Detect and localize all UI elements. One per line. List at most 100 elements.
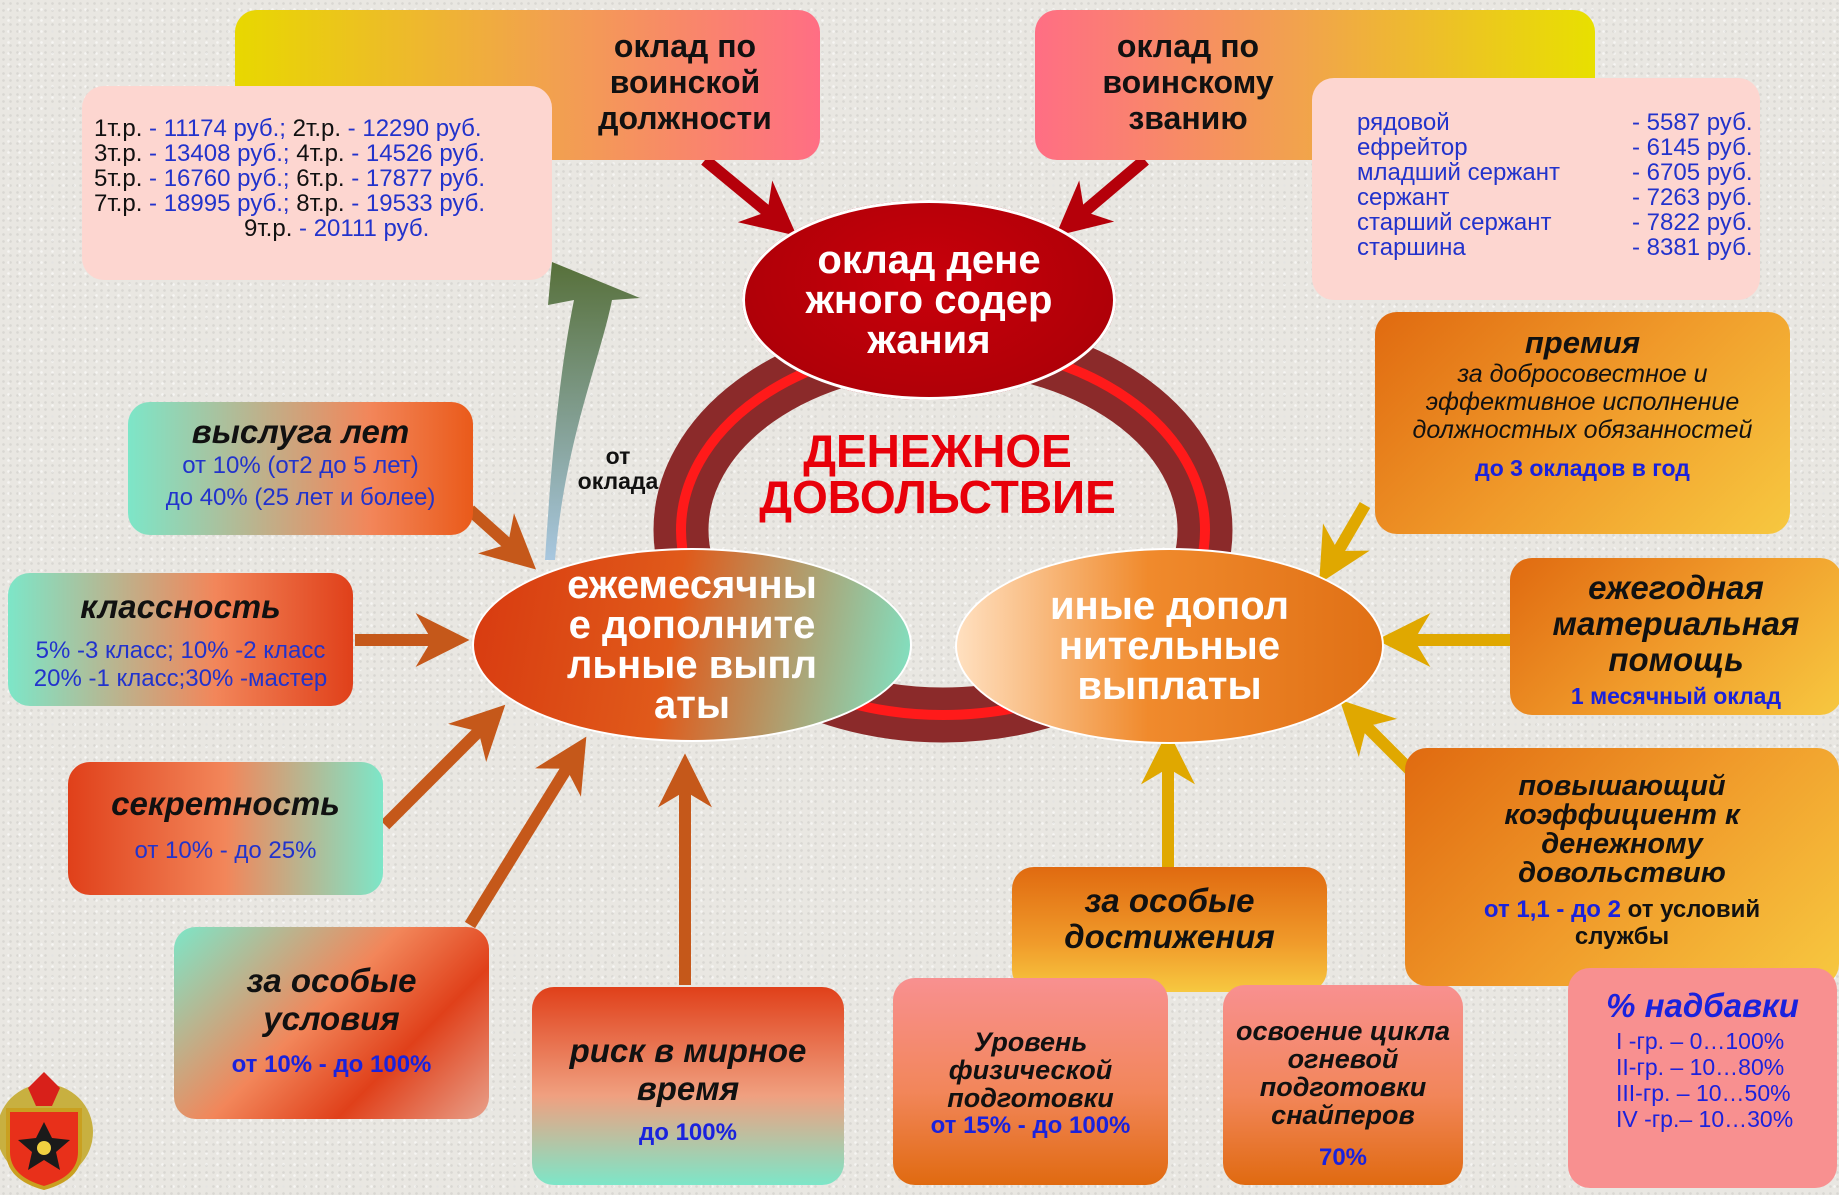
allowance-row: II-гр. – 10…80% — [1616, 1054, 1785, 1080]
position-salary-cell: 1т.р. — [94, 115, 143, 142]
rank-name: старший сержант — [1357, 209, 1552, 236]
allowance-row: IV -гр.– 10…30% — [1616, 1106, 1794, 1132]
position-salary-cell: 3т.р. — [94, 140, 143, 167]
seniority-line1: от 10% (от2 до 5 лет) — [182, 452, 419, 479]
rank-row: сержант - 7263 руб. — [1357, 185, 1760, 210]
rank-value: - 5587 руб. — [1632, 109, 1753, 136]
position-salary-cell: - 13408 руб.; — [142, 140, 290, 167]
rank-value: - 6705 руб. — [1632, 159, 1753, 186]
aid-title: ежегодная материальная помощь — [1552, 569, 1800, 678]
position-salary-rows: 1т.р. - 11174 руб.; 2т.р. - 12290 руб.3т… — [94, 116, 552, 216]
position-salary-cell: - 11174 руб.; — [142, 115, 286, 142]
bonus-text: за добросовестное и эффективное исполнен… — [1412, 360, 1753, 444]
position-salary-title: оклад по воинской должности — [598, 28, 772, 136]
position-salary-cell: 4т.р. — [289, 140, 345, 167]
risk-box: риск в мирное время до 100% — [532, 987, 844, 1185]
emblem-logo — [0, 1060, 108, 1191]
class-title: классность — [80, 588, 281, 625]
seniority-title: выслуга лет — [191, 413, 410, 450]
arrow-secrecy — [380, 704, 506, 830]
position-salary-cell: - 14526 руб. — [344, 140, 486, 167]
seniority-box: выслуга лет от 10% (от2 до 5 лет) до 40%… — [128, 402, 473, 535]
position-salary-cell: - 17877 руб. — [344, 165, 486, 192]
secrecy-box: секретность от 10% - до 25% — [68, 762, 383, 895]
arrow-bonus — [1319, 501, 1371, 584]
rank-row: младший сержант - 6705 руб. — [1357, 160, 1760, 185]
arrow-coefficient — [1339, 699, 1415, 775]
arrow-position-salary — [701, 155, 797, 236]
special-conditions-title: за особые условия — [246, 962, 417, 1037]
center-title: ДЕНЕЖНОЕ ДОВОЛЬСТВИЕ — [745, 428, 1130, 520]
rank-row: старший сержант - 7822 руб. — [1357, 210, 1760, 235]
physical-value: от 15% - до 100% — [930, 1112, 1131, 1139]
rank-salary-title: оклад по воинскому званию — [1102, 28, 1274, 136]
position-salary-cell: 8т.р. — [289, 190, 345, 217]
position-salary-cell: 7т.р. — [94, 190, 143, 217]
special-conditions-box: за особые условия от 10% - до 100% — [174, 927, 489, 1119]
arrow-rank-salary — [1055, 155, 1149, 236]
class-line1: 5% -3 класс; 10% -2 класс — [35, 637, 326, 664]
aid-value: 1 месячный оклад — [1570, 683, 1782, 709]
coefficient-value-b: от условий службы — [1574, 896, 1761, 950]
coefficient-title: повышающий коэффициент к денежному довол… — [1504, 770, 1740, 889]
monthly-oval: ежемесячные дополнительные выплаты — [472, 548, 912, 742]
allowances-title: % надбавки — [1606, 987, 1799, 1024]
other-oval-label: иные дополнительные выплаты — [1049, 584, 1290, 708]
bonus-box: премия за добросовестное и эффективное и… — [1375, 312, 1790, 534]
rank-name: младший сержант — [1357, 159, 1560, 186]
emblem-icon — [0, 1072, 93, 1191]
arrow-special-conditions — [464, 736, 587, 929]
class-box: классность 5% -3 класс; 10% -2 класс 20%… — [8, 573, 353, 706]
allowance-row: I -гр. – 0…100% — [1616, 1028, 1785, 1054]
aid-box: ежегодная материальная помощь 1 месячный… — [1510, 558, 1839, 715]
allowances-rows: I -гр. – 0…100%II-гр. – 10…80%III-гр. – … — [1568, 1028, 1837, 1132]
salary-oval: оклад денежного содержания — [742, 200, 1116, 400]
coefficient-box: повышающий коэффициент к денежному довол… — [1405, 748, 1839, 986]
physical-title: Уровень физической подготовки — [947, 1027, 1114, 1113]
center-title-line2: ДОВОЛЬСТВИЕ — [759, 471, 1116, 523]
rank-rows: рядовой- 5587 руб.ефрейтор- 6145 руб.мла… — [1357, 110, 1760, 260]
position-salary-cell: - 16760 руб.; — [142, 165, 290, 192]
class-line2: 20% -1 класс;30% -мастер — [33, 665, 328, 692]
position-salary-cell: - 19533 руб. — [344, 190, 486, 217]
rank-name: ефрейтор — [1357, 134, 1468, 161]
rank-value: - 7822 руб. — [1632, 209, 1753, 236]
allowances-box: % надбавки I -гр. – 0…100%II-гр. – 10…80… — [1568, 968, 1837, 1188]
rank-value: - 8381 руб. — [1632, 234, 1753, 261]
position-salary-cell: 6т.р. — [289, 165, 345, 192]
position-salary-row: 3т.р. - 13408 руб.; 4т.р. - 14526 руб. — [94, 141, 552, 166]
rank-name: старшина — [1357, 234, 1466, 261]
risk-title: риск в мирное время — [569, 1032, 807, 1107]
secrecy-title: секретность — [111, 785, 340, 822]
position-salary-cell: - 18995 руб.; — [142, 190, 290, 217]
position-salary-cell: 5т.р. — [94, 165, 143, 192]
position-salary-list: 1т.р. - 11174 руб.; 2т.р. - 12290 руб.3т… — [82, 86, 552, 280]
rank-salary-list: рядовой- 5587 руб.ефрейтор- 6145 руб.мла… — [1312, 78, 1760, 300]
special-conditions-value: от 10% - до 100% — [231, 1051, 432, 1078]
snipers-value: 70% — [1318, 1144, 1368, 1171]
physical-box: Уровень физической подготовки от 15% - д… — [893, 978, 1168, 1185]
rank-row: старшина - 8381 руб. — [1357, 235, 1760, 260]
rank-name: сержант — [1357, 184, 1450, 211]
coefficient-value-a: от 1,1 - до 2 — [1483, 896, 1621, 923]
rank-row: ефрейтор - 6145 руб. — [1357, 135, 1760, 160]
snipers-box: освоение цикла огневой подготовки снайпе… — [1223, 985, 1463, 1185]
seniority-line2: до 40% (25 лет и более) — [165, 484, 436, 511]
position-salary-cell: - 12290 руб. — [341, 115, 482, 142]
position-salary-cell: 2т.р. — [285, 115, 342, 142]
from-salary-label: от оклада — [577, 443, 659, 494]
center-title-line1: ДЕНЕЖНОЕ — [803, 425, 1072, 477]
bonus-title: премия — [1524, 325, 1641, 360]
achievements-title: за особые достижения — [1064, 882, 1275, 955]
allowance-row: III-гр. – 10…50% — [1616, 1080, 1791, 1106]
position-salary-row: 1т.р. - 11174 руб.; 2т.р. - 12290 руб. — [94, 116, 552, 141]
rank-name: рядовой — [1357, 109, 1450, 136]
achievements-box: за особые достижения — [1012, 867, 1327, 992]
rank-value: - 6145 руб. — [1632, 134, 1753, 161]
other-oval: иные дополнительные выплаты — [955, 548, 1384, 744]
arrow-seniority — [465, 505, 537, 570]
position-salary-row: 7т.р. - 18995 руб.; 8т.р. - 19533 руб. — [94, 191, 552, 216]
snipers-title: освоение цикла огневой подготовки снайпе… — [1235, 1016, 1451, 1130]
rank-value: - 7263 руб. — [1632, 184, 1753, 211]
monthly-oval-label: ежемесячные дополнительные выплаты — [567, 563, 817, 727]
